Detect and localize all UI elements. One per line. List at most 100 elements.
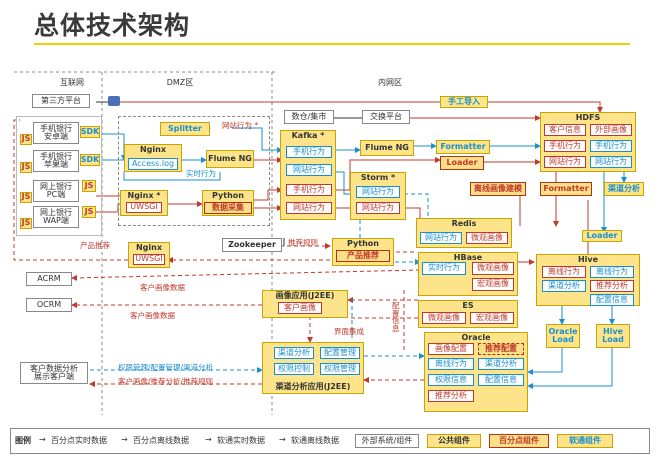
page-title: 总体技术架构 — [34, 11, 191, 40]
analysis-client: 客户数据分析 展示客户端 — [20, 362, 88, 384]
computer-icon — [108, 96, 120, 106]
third-party-platform: 第三方平台 — [32, 94, 90, 108]
oracle-item-5: 配置信息 — [478, 374, 524, 386]
kafka-item-2: 手机行为 — [286, 184, 332, 196]
edge-label-product-rec: 产品推荐 — [80, 241, 110, 250]
loader: Loader — [440, 156, 484, 170]
hdfs-item-5: 网站行为 — [590, 156, 632, 168]
legend-item-1: 百分点离线数据 — [133, 436, 189, 445]
client-ios-js: JS — [20, 162, 32, 173]
customer-portrait: 客户画像 — [278, 302, 322, 314]
data-collect: 数据采集 — [204, 202, 252, 214]
access-log: Access.log — [128, 158, 178, 170]
edge-label-ui-integration: 界面集成 — [334, 327, 364, 336]
loader-offline: Loader — [582, 230, 622, 242]
uwsgi-bottom: UWSGI — [133, 254, 165, 265]
manual-import: 手工导入 — [440, 96, 488, 108]
channel-item-2: 权限控制 — [274, 363, 314, 375]
es-item-0: 微观画像 — [422, 312, 466, 324]
edge-label-rec-rules: 推荐规则 — [288, 238, 318, 247]
legend-arrow-blue: → — [205, 435, 212, 444]
storm-item-0: 网站行为 — [356, 186, 400, 198]
flume-ng-intranet: Flume NG — [360, 140, 414, 156]
zone-intranet: 内网区 — [378, 78, 402, 87]
ocrm: OCRM — [26, 298, 72, 312]
uwsgi: UWSGI — [126, 202, 162, 213]
dmz-group — [118, 116, 270, 226]
legend-arrow-red: → — [39, 435, 46, 444]
redis-item-0: 网站行为 — [420, 232, 462, 244]
edge-label-website: 网站行为 * — [222, 121, 259, 130]
legend-title: 图例 — [15, 436, 31, 445]
client-pc: 网上银行 PC端 — [33, 180, 79, 202]
kafka-item-0: 手机行为 — [286, 146, 332, 158]
kafka-item-3: 网站行为 — [286, 202, 332, 214]
hdfs-item-3: 手机行为 — [590, 140, 632, 152]
hbase-item-0: 实时行为 — [422, 262, 466, 275]
legend-arrow-red-dash: → — [121, 435, 128, 444]
offline-model: 离线画像建模 — [470, 182, 526, 196]
edge-label-realtime: 实时行为 — [186, 169, 216, 178]
client-android: 手机银行 安卓端 — [33, 122, 79, 144]
client-ios-sdk: SDK — [80, 154, 100, 166]
hdfs-item-1: 外部画像 — [590, 124, 632, 136]
splitter: Splitter — [160, 122, 210, 136]
edge-label-portrait-rec: 客户画像/推荐分析/推荐规则 — [118, 377, 214, 386]
oracle-item-2: 离线行为 — [428, 358, 474, 370]
client-group — [16, 116, 102, 236]
oracle-item-3: 渠道分析 — [478, 358, 524, 370]
db-mart: 数仓/集市 — [284, 110, 334, 124]
zookeeper: Zookeeper — [222, 238, 282, 252]
hive-item-2: 渠道分析 — [542, 280, 586, 292]
legend-item-0: 百分点实时数据 — [51, 436, 107, 445]
hdfs-item-0: 客户信息 — [544, 124, 586, 136]
channel-item-1: 配置管理 — [320, 347, 360, 359]
hive-item-4: 配置信息 — [590, 294, 634, 306]
formatter: Formatter — [436, 140, 490, 154]
legend-ext: 外部系统/组件 — [355, 434, 419, 448]
formatter-offline: Formatter — [540, 182, 592, 196]
zone-internet: 互联网 — [60, 78, 84, 87]
flume-ng-dmz: Flume NG — [206, 150, 254, 168]
hive-item-3: 推荐分析 — [590, 280, 634, 292]
legend: 图例 → 百分点实时数据 → 百分点离线数据 → 软通实时数据 → 软通离线数据… — [10, 428, 650, 454]
client-android-js: JS — [20, 134, 32, 145]
legend-arrow-blue-dash: → — [279, 435, 286, 444]
zone-dmz: DMZ区 — [166, 78, 194, 87]
client-wap-js: JS — [20, 218, 32, 229]
hbase-item-2: 宏观画像 — [472, 278, 514, 291]
kafka-item-1: 网站行为 — [286, 164, 332, 176]
legend-pub: 公共组件 — [427, 434, 481, 448]
client-pc-js2: JS — [82, 180, 96, 192]
hbase-item-1: 微观画像 — [472, 262, 514, 275]
oracle-item-1: 推荐配置 — [478, 343, 524, 355]
exchange-platform: 交换平台 — [362, 110, 410, 124]
legend-item-3: 软通离线数据 — [291, 436, 339, 445]
redis-item-1: 微观画像 — [466, 232, 508, 244]
oracle-item-0: 画像配置 — [428, 343, 474, 355]
client-wap: 网上银行 WAP端 — [33, 206, 79, 228]
edge-label-portrait1: 客户画像数据 — [140, 283, 185, 292]
edge-label-portrait2: 客户画像数据 — [130, 311, 175, 320]
hive-load: Hive Load — [596, 324, 630, 348]
edge-label-config-info: 配置信息 — [392, 301, 400, 333]
title-underline — [34, 43, 630, 45]
acrm: ACRM — [26, 272, 72, 286]
client-pc-js: JS — [20, 192, 32, 203]
hive-item-0: 离线行为 — [542, 266, 586, 278]
client-wap-js2: JS — [82, 206, 96, 218]
hive-item-1: 离线行为 — [590, 266, 634, 278]
edge-label-perm-mgmt: 权限管理/配置管理/渠道分析 — [118, 363, 214, 372]
es-item-1: 宏观画像 — [470, 312, 514, 324]
legend-bc: 百分点组件 — [489, 434, 549, 448]
client-android-sdk: SDK — [80, 126, 100, 138]
channel-item-0: 渠道分析 — [274, 347, 314, 359]
oracle-item-4: 权限信息 — [428, 374, 474, 386]
storm-item-2: 网站行为 — [356, 202, 400, 214]
legend-st: 软通组件 — [557, 434, 613, 448]
legend-item-2: 软通实时数据 — [217, 436, 265, 445]
hdfs-item-2: 手机行为 — [544, 140, 586, 152]
oracle-item-6: 推荐分析 — [428, 390, 474, 402]
oracle-load: Oracle Load — [546, 324, 580, 348]
channel-analysis-box: 渠道分析 — [604, 182, 644, 196]
